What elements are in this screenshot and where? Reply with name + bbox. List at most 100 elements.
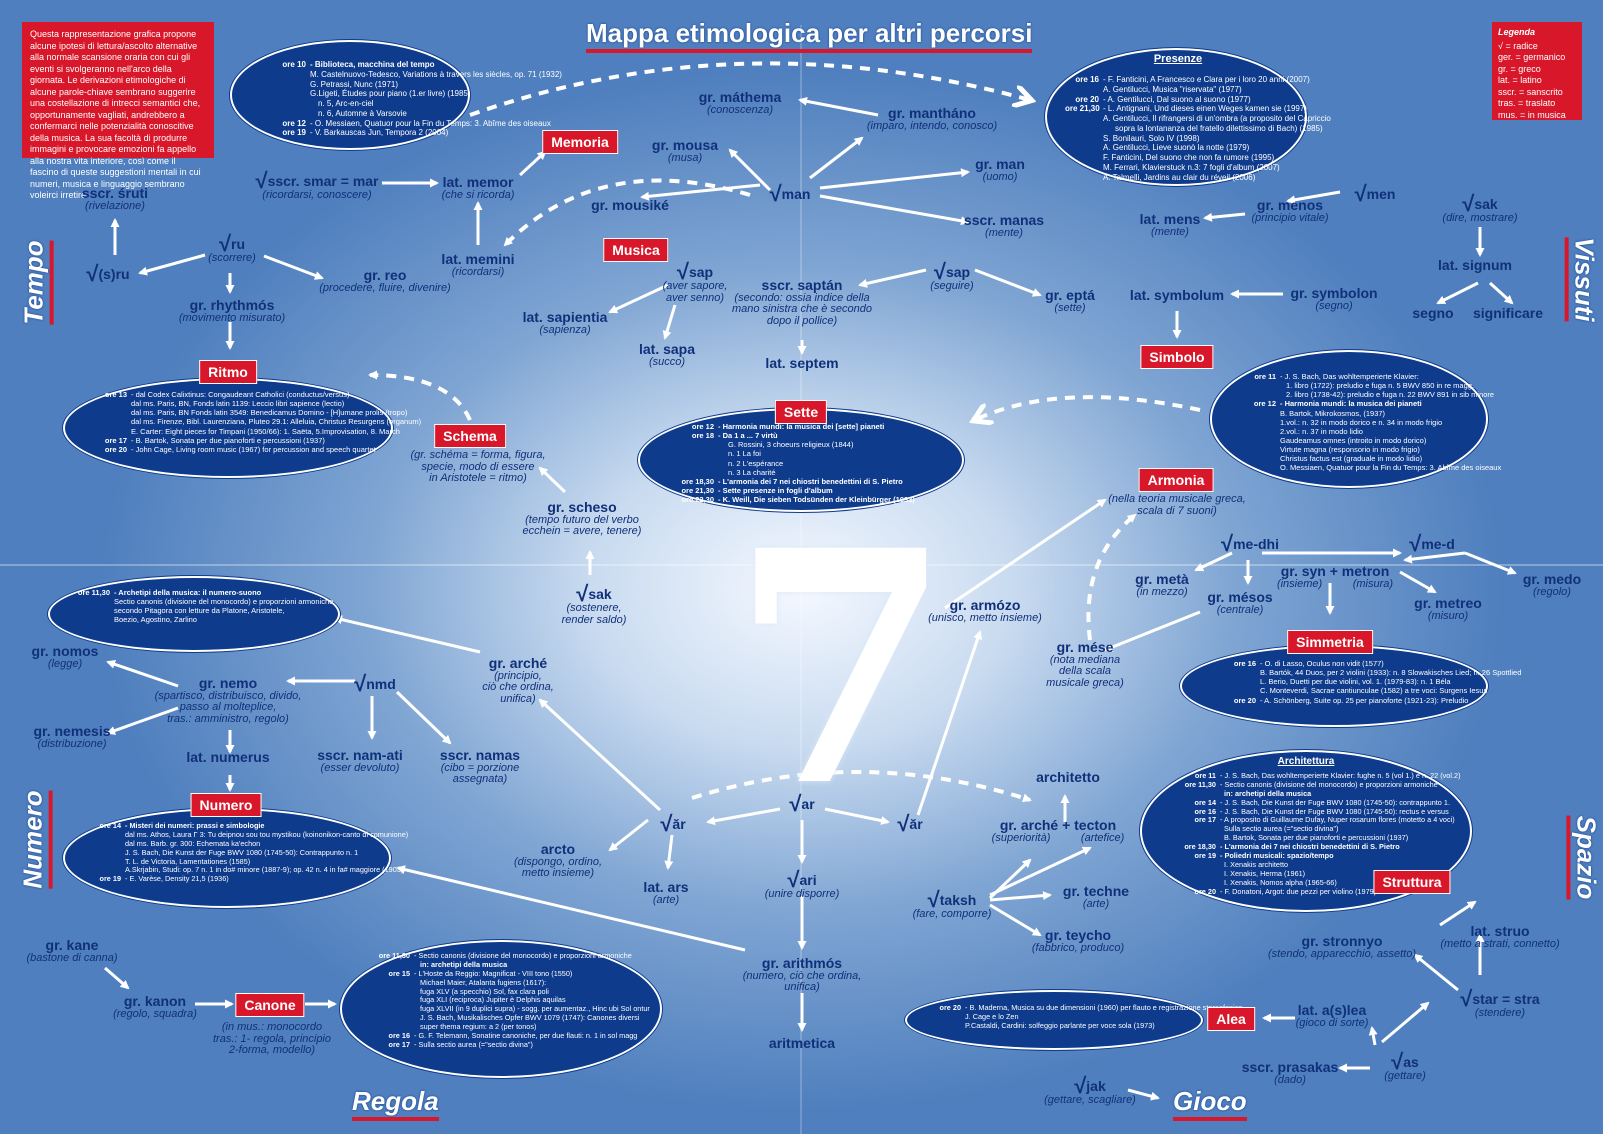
term-word: lat. signum [1438,257,1512,273]
term-word: gr. teycho [1044,927,1112,943]
term-gloss: (dado) [1274,1073,1306,1086]
term-architetto: architetto [1036,770,1100,785]
term-word: gr. arché [488,655,548,671]
term-word: √sap [933,259,971,284]
term-word: arcto [540,841,576,857]
oval-row: n. 6, Automne à Varsovie [318,108,407,118]
term-gloss: (gettare) [1384,1070,1426,1083]
term-word: √ar [789,791,815,816]
term-gloss: (legge) [47,657,83,670]
tag-presenze: Presenze [1147,52,1209,66]
legend-item: mus. = in musica [1498,109,1566,120]
root-icon: √ [769,181,782,206]
term-word: √star = stra [1460,986,1540,1011]
root-icon: √ [1074,1073,1087,1098]
term-word: gr. mousiké [591,197,669,213]
oval-row: ore 12- O. Messiaen, Quatuor pour la Fin… [282,118,551,128]
term-gloss: (unisco, metto insieme) [928,611,1042,624]
term-word: sscr. saptán [761,277,843,293]
term-synmetron: gr. syn + metron(insieme) (misura) [1277,564,1393,590]
oval-simmetria: ore 16- O. di Lasso, Oculus non vidit (1… [1180,645,1521,727]
tag-struttura: Struttura [1373,870,1451,894]
oval-archetipi: ore 11,30- Archetipi della musica: il nu… [48,576,340,652]
term-meta: gr. metà(in mezzo) [1135,572,1189,598]
term-gloss: (cibo = porzione assegnata) [440,761,520,786]
term-nemesis: gr. nemesis(distribuzione) [33,724,110,750]
term-mousike: gr. mousiké [591,198,669,213]
term-gloss: (stendere) [1474,1007,1526,1020]
oval-row: ore 19- V. Barkauscas Jun, Tempora 2 (20… [282,128,449,138]
term-gloss: (fare, comporre) [912,908,992,921]
term-word: lat. memini [441,251,515,267]
term-ar-root: √ar [789,790,815,816]
term-word: lat. sapientia [522,309,608,325]
term-word: gr. kane [45,937,99,953]
term-word: gr. kanon [123,993,187,1009]
term-kane: gr. kane(bastone di canna) [26,938,117,964]
term-word: segno [1412,305,1454,321]
oval-biblioteca: ore 10- Biblioteca, macchina del tempo M… [230,40,562,150]
legend-item: sscr. = sanscrito [1498,86,1563,97]
term-sak-root: √sak(dire, mostrare) [1442,190,1517,225]
intro-box: Questa rappresentazione grafica propone … [22,22,214,200]
term-word: lat. a(s)lea [1297,1002,1367,1018]
term-word: gr. mousa [651,137,719,153]
tag-canone: Canone [235,993,305,1017]
term-word: √sak [1462,191,1498,216]
term-prasakas: sscr. prasakas(dado) [1242,1060,1339,1086]
term-gloss: (stendo, apparecchio, assetto) [1268,947,1416,960]
term-as-root: √as(gettare) [1384,1048,1426,1083]
term-gloss: (regolo) [1533,585,1571,598]
term-gloss: (mente) [985,226,1023,239]
root-icon: √ [676,259,689,284]
term-word: gr. stronnyo [1301,933,1383,949]
term-struo: lat. struo(metto a strati, connetto) [1440,924,1559,950]
term-numerus: lat. numerus [186,750,269,765]
term-nomos: gr. nomos(legge) [32,644,99,670]
term-word: √ru [218,231,246,256]
root-icon: √ [1391,1049,1404,1074]
center-seven: 7 [730,482,953,857]
term-techne: gr. techne(arte) [1063,884,1129,910]
term-gloss: (sette) [1054,301,1086,314]
term-gloss: (centrale) [1216,603,1264,616]
term-word: √ari [787,867,817,892]
term-gloss: (spartisco, distribuisco, divido, passo … [154,689,302,725]
term-word: √sscr. smar = mar [255,168,379,193]
term-word: √as [1391,1049,1419,1074]
term-memor: lat. memor(che si ricorda) [442,175,515,201]
term-word: lat. sapa [638,341,696,357]
term-mousa: gr. mousa(musa) [652,138,718,164]
term-gloss: (dispongo, ordino, metto insieme) [513,855,603,880]
term-canone-def: (in mus.: monocordo tras.: 1- regola, pr… [213,1021,331,1057]
term-gloss: (misuro) [1427,609,1469,622]
term-sap2-root: √sap(seguire) [930,258,973,293]
legend-box: Legenda √ = radice ger. = germanico gr. … [1492,22,1582,120]
root-icon: √ [660,811,673,836]
term-gloss: (che si ricorda) [441,188,515,201]
term-arche: gr. arché(principio, ciò che ordina, uni… [482,656,554,705]
term-memini: lat. memini(ricordarsi) [441,252,514,278]
intro-text: Questa rappresentazione grafica propone … [30,29,201,201]
term-gloss: (nota mediana della scala musicale greca… [1046,653,1124,689]
term-gloss: (gettare, scagliare) [1044,1094,1136,1107]
term-gloss: (dire, mostrare) [1442,212,1518,225]
term-word: sscr. śruti [81,185,149,201]
term-scheso: gr. scheso(tempo futuro del verbo ecchei… [523,500,642,538]
oval-row: G.Ligeti, Études pour piano (1.er livre)… [310,89,471,99]
term-word: sscr. manas [963,212,1045,228]
term-symbolum: lat. symbolum [1130,288,1224,303]
tag-alea: Alea [1207,1007,1255,1031]
term-man-root: √man [769,180,811,206]
root-icon: √ [218,231,232,256]
term-word: √sak [576,581,612,606]
term-gloss: (mente) [1151,225,1189,238]
term-word: gr. nemesis [33,723,111,739]
term-gloss: (fabbrico, produco) [1031,941,1125,954]
term-ru-root: √ru(scorrere) [208,230,256,265]
term-word: gr. menos [1256,197,1324,213]
side-label-gioco: Gioco [1173,1086,1247,1121]
term-word: sscr. namas [439,747,521,763]
term-word: gr. nemo [198,675,258,691]
term-gloss: (ricordarsi) [451,265,505,278]
